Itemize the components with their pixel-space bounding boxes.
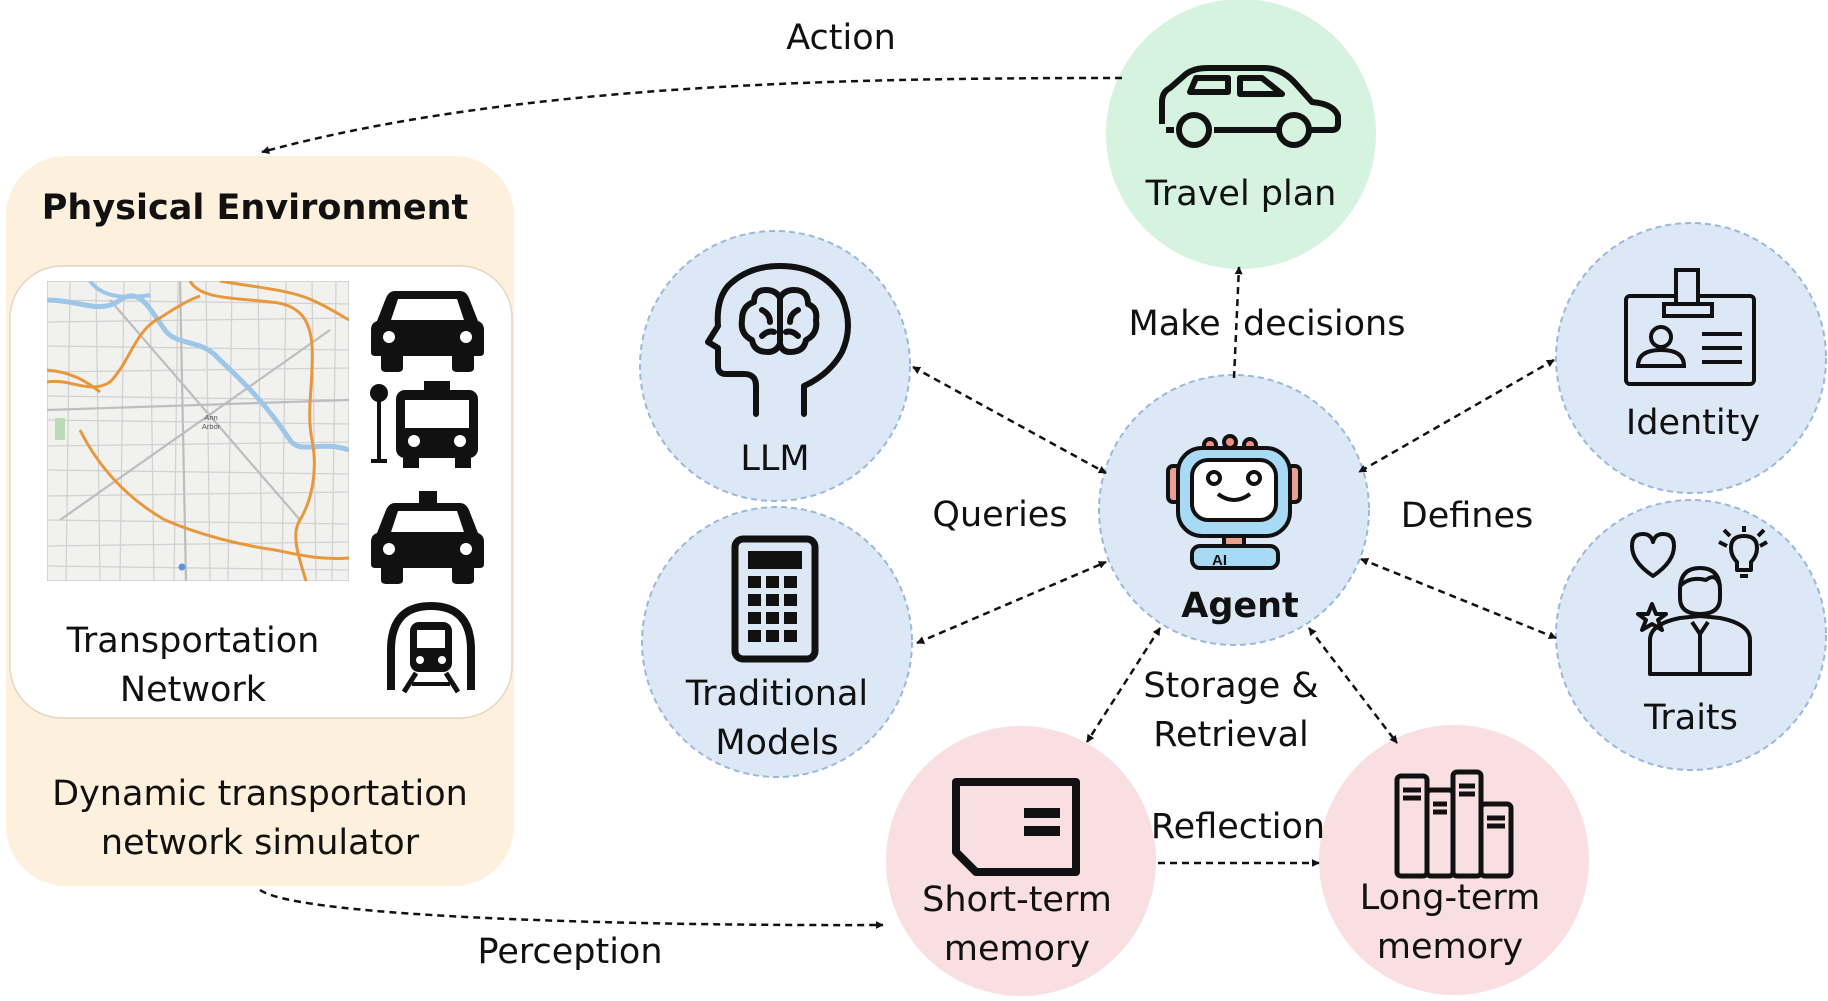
brain-head-icon: [705, 263, 851, 417]
perception-edge: [259, 888, 884, 930]
traditional-models-label: Traditional Models: [685, 674, 869, 763]
defines-label: Defines: [1400, 496, 1534, 536]
traits-person-icon: [1630, 526, 1768, 676]
models-agent-edge: [916, 560, 1107, 645]
transportation-network-label: Transportation Network: [66, 621, 320, 710]
calculator-icon: [731, 535, 819, 663]
bus-icon: [370, 381, 478, 468]
simulator-label: Dynamic transportation network simulator: [52, 774, 468, 863]
id-card-icon: [1624, 268, 1756, 386]
city-map: Ann Arbor: [47, 281, 349, 581]
agent-label: Agent: [1181, 586, 1299, 626]
travel-plan-node: [1106, 0, 1376, 269]
storage-retrieval-label: Storage & Retrieval: [1143, 666, 1319, 755]
queries-label: Queries: [932, 495, 1068, 535]
make-decisions-edge: [1232, 266, 1243, 379]
perception-label: Perception: [477, 932, 663, 972]
agent-short-term-edge: [1085, 627, 1162, 743]
identity-node: [1555, 222, 1827, 494]
identity-agent-edge: [1358, 358, 1555, 474]
map-city-label-2: Arbor: [202, 422, 221, 431]
llm-agent-edge: [912, 365, 1107, 475]
car-icon: [1159, 65, 1341, 148]
short-term-memory-label: Short-term memory: [922, 880, 1112, 969]
traits-agent-edge: [1360, 557, 1557, 640]
memory-card-icon: [952, 778, 1080, 876]
identity-label: Identity: [1625, 403, 1761, 443]
llm-label: LLM: [740, 439, 810, 479]
action-label: Action: [786, 18, 896, 58]
travel-plan-label: Travel plan: [1145, 174, 1337, 214]
reflection-label: Reflection: [1150, 807, 1326, 847]
train-icon: [387, 601, 475, 694]
car-front-icon: [371, 291, 484, 372]
make-decisions-label: Make decisions: [1128, 304, 1406, 344]
action-edge: [261, 76, 1123, 154]
agent-long-term-edge: [1308, 627, 1398, 744]
agent-badge: AI: [1212, 552, 1227, 569]
books-icon: [1394, 769, 1514, 879]
long-term-memory-label: Long-term memory: [1359, 878, 1541, 967]
map-city-label: Ann: [204, 413, 217, 422]
taxi-cab-icon: [371, 491, 484, 584]
robot-icon: [1166, 434, 1302, 570]
traits-label: Traits: [1644, 698, 1738, 738]
environment-title: Physical Environment: [41, 188, 469, 228]
